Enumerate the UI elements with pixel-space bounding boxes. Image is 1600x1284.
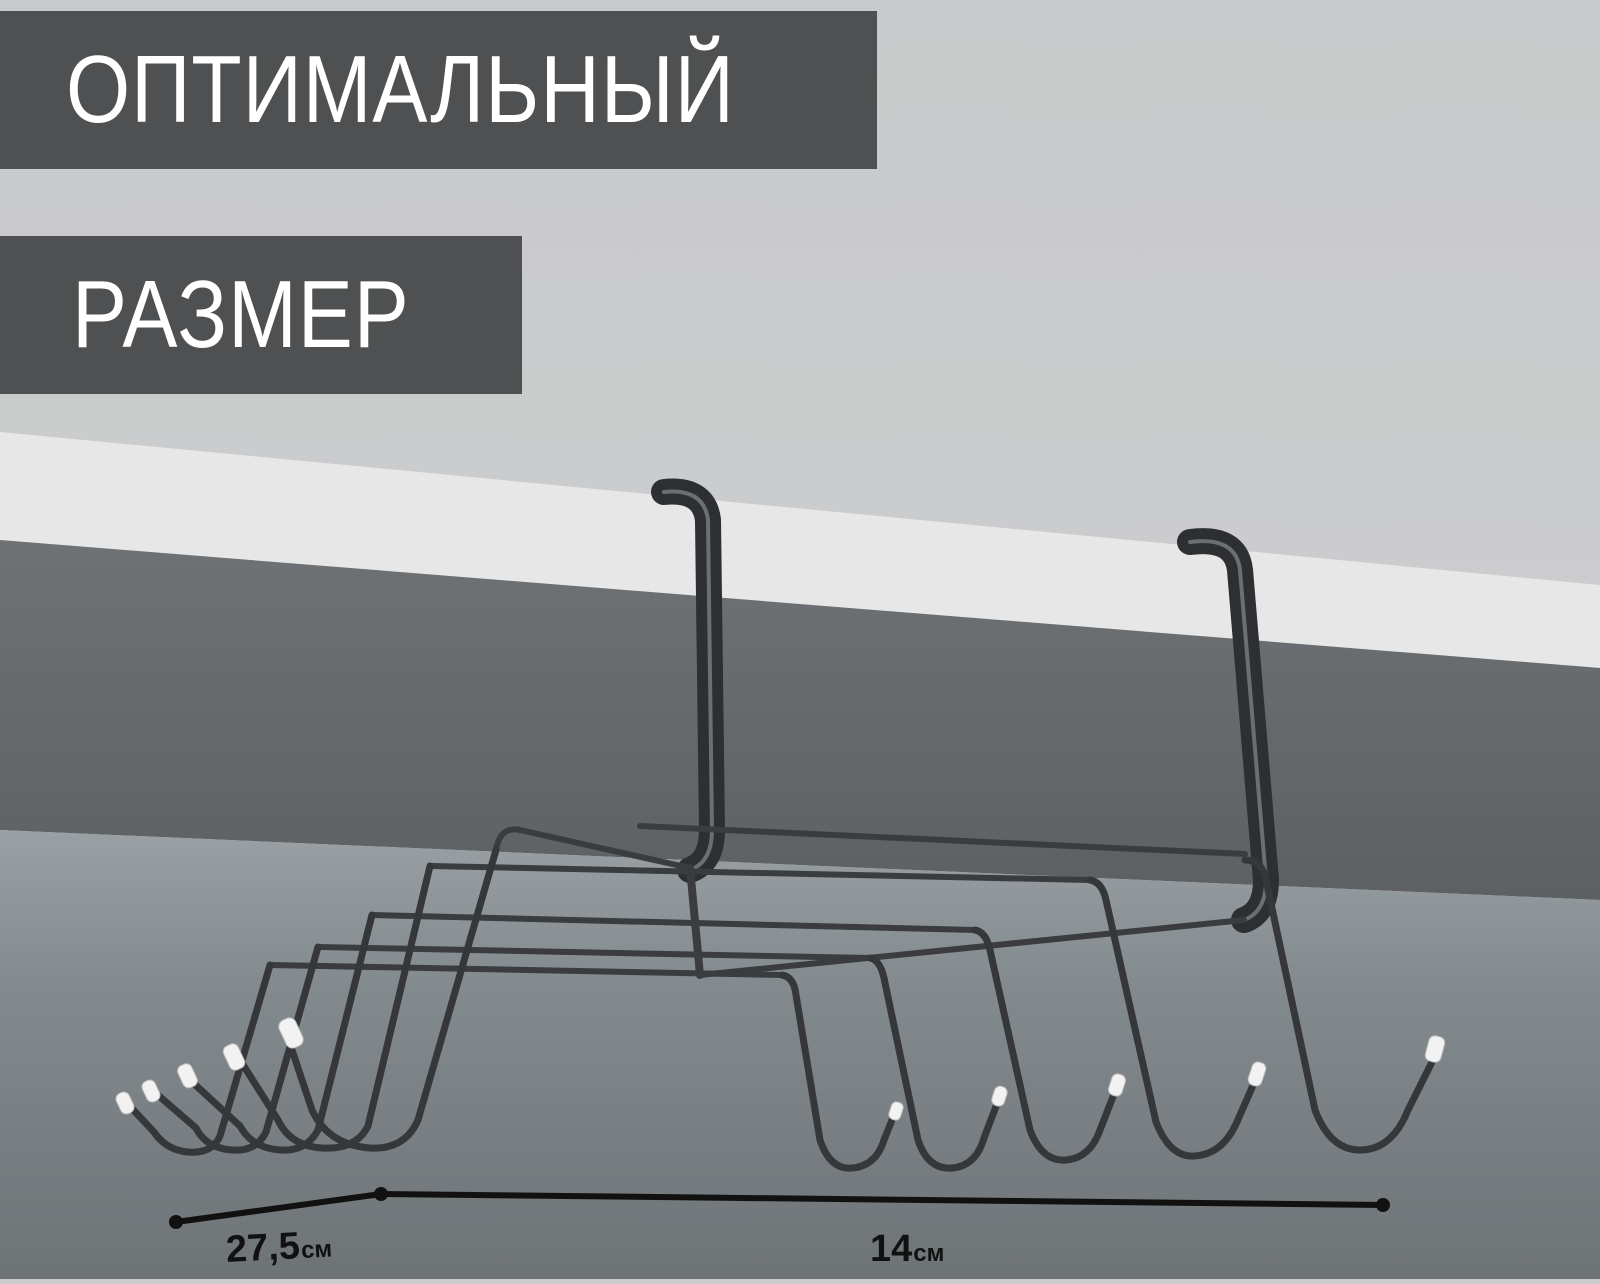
shelf-underside — [0, 540, 1600, 900]
dimension-endpoint-icon — [169, 1215, 183, 1229]
hook-tip-icon — [278, 1017, 304, 1049]
lower-wall — [0, 830, 1600, 1279]
mounting-straps — [651, 478, 1279, 933]
width-dimension-line — [378, 1191, 1386, 1208]
width-unit: см — [913, 1240, 945, 1267]
headline-line-1-text: ОПТИМАЛЬНЫЙ — [66, 36, 735, 143]
depth-dimension-line — [173, 1191, 384, 1225]
depth-dimension-label: 27,5см — [225, 1223, 333, 1271]
dimension-endpoint-icon — [1376, 1198, 1390, 1212]
right-hooks — [778, 856, 1442, 1172]
hook-tip-icon — [115, 1091, 135, 1115]
hook-tip-icon — [1247, 1061, 1267, 1087]
dimension-lines — [169, 1187, 1390, 1229]
left-hooks — [122, 846, 500, 1156]
dimension-endpoint-icon — [374, 1187, 388, 1201]
hook-tip-icon — [177, 1063, 198, 1089]
shelf-front-edge — [0, 432, 1600, 668]
depth-unit: см — [300, 1235, 333, 1265]
width-dimension-label: 14см — [870, 1228, 944, 1271]
rack-frame — [267, 823, 1248, 979]
hook-tip-icon — [222, 1043, 246, 1071]
hook-tip-icon — [141, 1079, 161, 1103]
hook-tip-icon — [888, 1101, 904, 1121]
depth-value: 27,5 — [224, 1225, 301, 1271]
hook-tips — [115, 1017, 1446, 1121]
headline-line-2-text: РАЗМЕР — [72, 261, 410, 368]
hook-tip-icon — [1108, 1073, 1126, 1097]
hook-tip-icon — [1424, 1035, 1446, 1063]
hook-tip-icon — [991, 1085, 1008, 1107]
width-value: 14 — [870, 1228, 913, 1270]
headline-line-2: РАЗМЕР — [0, 236, 522, 394]
headline-line-1: ОПТИМАЛЬНЫЙ — [0, 11, 877, 169]
